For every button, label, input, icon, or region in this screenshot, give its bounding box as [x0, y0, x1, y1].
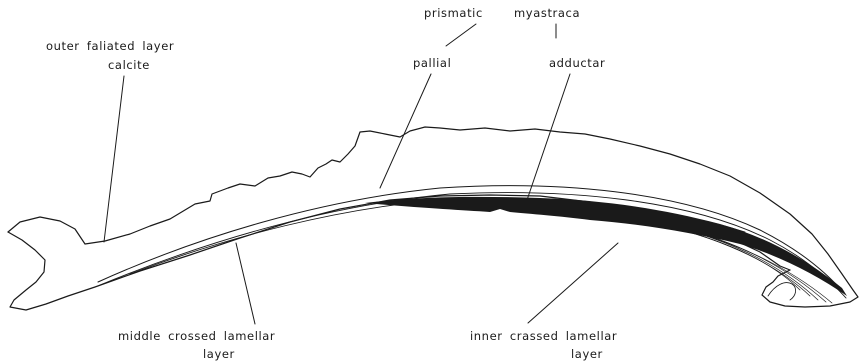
- label-adductor: adductar: [549, 57, 605, 70]
- label-pallial: pallial: [413, 57, 451, 70]
- outer-shell-lower-edge: [8, 195, 790, 310]
- label-outer-foliated-layer: outer faliated layer: [46, 40, 174, 53]
- label-middle-crossed-lamellar: middle crossed lamellar: [118, 330, 275, 343]
- leader-outer-foliated: [104, 76, 124, 242]
- leader-pallial: [380, 74, 431, 188]
- label-myostraca: myastraca: [514, 7, 580, 20]
- label-prismatic: prismatic: [424, 7, 483, 20]
- leader-prismatic: [446, 24, 476, 46]
- adductor-myostracum-band: [365, 197, 847, 296]
- label-calcite: calcite: [108, 59, 150, 72]
- label-inner-layer: layer: [571, 348, 603, 361]
- label-middle-layer: layer: [203, 348, 235, 361]
- leader-adductor: [527, 74, 570, 200]
- inner-lamellar-hinge-curl: [768, 283, 796, 300]
- outer-foliated-layer-outline: [8, 127, 858, 307]
- leader-inner: [528, 243, 618, 323]
- leader-middle: [236, 243, 255, 324]
- label-inner-crossed-lamellar: inner crassed lamellar: [470, 330, 617, 343]
